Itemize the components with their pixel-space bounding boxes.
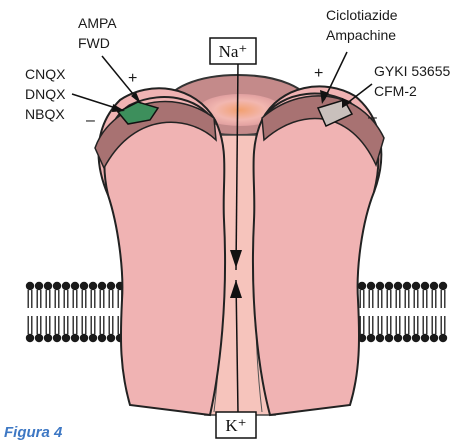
antagonist-minus-sign: –: [86, 112, 95, 129]
lipid-head: [376, 282, 384, 290]
lipid-head: [439, 334, 447, 342]
lipid-head: [62, 282, 70, 290]
lipid-head: [367, 282, 375, 290]
lipid-head: [53, 282, 61, 290]
lipid-bilayer-right: [358, 282, 447, 342]
label-dnqx: DNQX: [25, 86, 66, 102]
lipid-head: [394, 282, 402, 290]
lipid-head: [44, 282, 52, 290]
label-fwd: FWD: [78, 35, 110, 51]
agonist-plus-sign: +: [128, 70, 137, 87]
lipid-head: [107, 282, 115, 290]
label-ampachine: Ampachine: [326, 27, 396, 43]
lipid-head: [80, 282, 88, 290]
lipid-head: [80, 334, 88, 342]
lipid-head: [358, 282, 366, 290]
lipid-head: [44, 334, 52, 342]
lipid-head: [376, 334, 384, 342]
label-ampa: AMPA: [78, 15, 117, 31]
label-ciclotiazide: Ciclotiazide: [326, 7, 398, 23]
lipid-head: [107, 334, 115, 342]
lipid-head: [98, 334, 106, 342]
figure-caption: Figura 4: [4, 424, 63, 441]
label-cnqx: CNQX: [25, 66, 66, 82]
lipid-head: [430, 282, 438, 290]
lipid-head: [89, 334, 97, 342]
label-gyki-53655: GYKI 53655: [374, 63, 450, 79]
lipid-head: [367, 334, 375, 342]
lipid-bilayer-left: [26, 282, 124, 342]
na-ion-label: Na⁺: [219, 42, 248, 61]
lipid-head: [403, 282, 411, 290]
lipid-head: [421, 282, 429, 290]
lipid-head: [412, 334, 420, 342]
modulator-plus-sign: +: [314, 65, 323, 82]
lipid-head: [439, 282, 447, 290]
modulator-minus-sign: –: [368, 109, 377, 126]
lipid-head: [421, 334, 429, 342]
lipid-head: [412, 282, 420, 290]
lipid-head: [62, 334, 70, 342]
lipid-head: [430, 334, 438, 342]
lipid-head: [71, 334, 79, 342]
label-nbqx: NBQX: [25, 106, 65, 122]
lipid-head: [35, 334, 43, 342]
lipid-head: [35, 282, 43, 290]
lipid-head: [89, 282, 97, 290]
lipid-head: [385, 334, 393, 342]
lipid-head: [53, 334, 61, 342]
lipid-head: [71, 282, 79, 290]
lipid-head: [26, 282, 34, 290]
lipid-head: [403, 334, 411, 342]
lipid-head: [394, 334, 402, 342]
label-cfm-2: CFM-2: [374, 83, 417, 99]
k-ion-label: K⁺: [225, 416, 246, 435]
lipid-head: [26, 334, 34, 342]
lipid-head: [385, 282, 393, 290]
lipid-head: [98, 282, 106, 290]
